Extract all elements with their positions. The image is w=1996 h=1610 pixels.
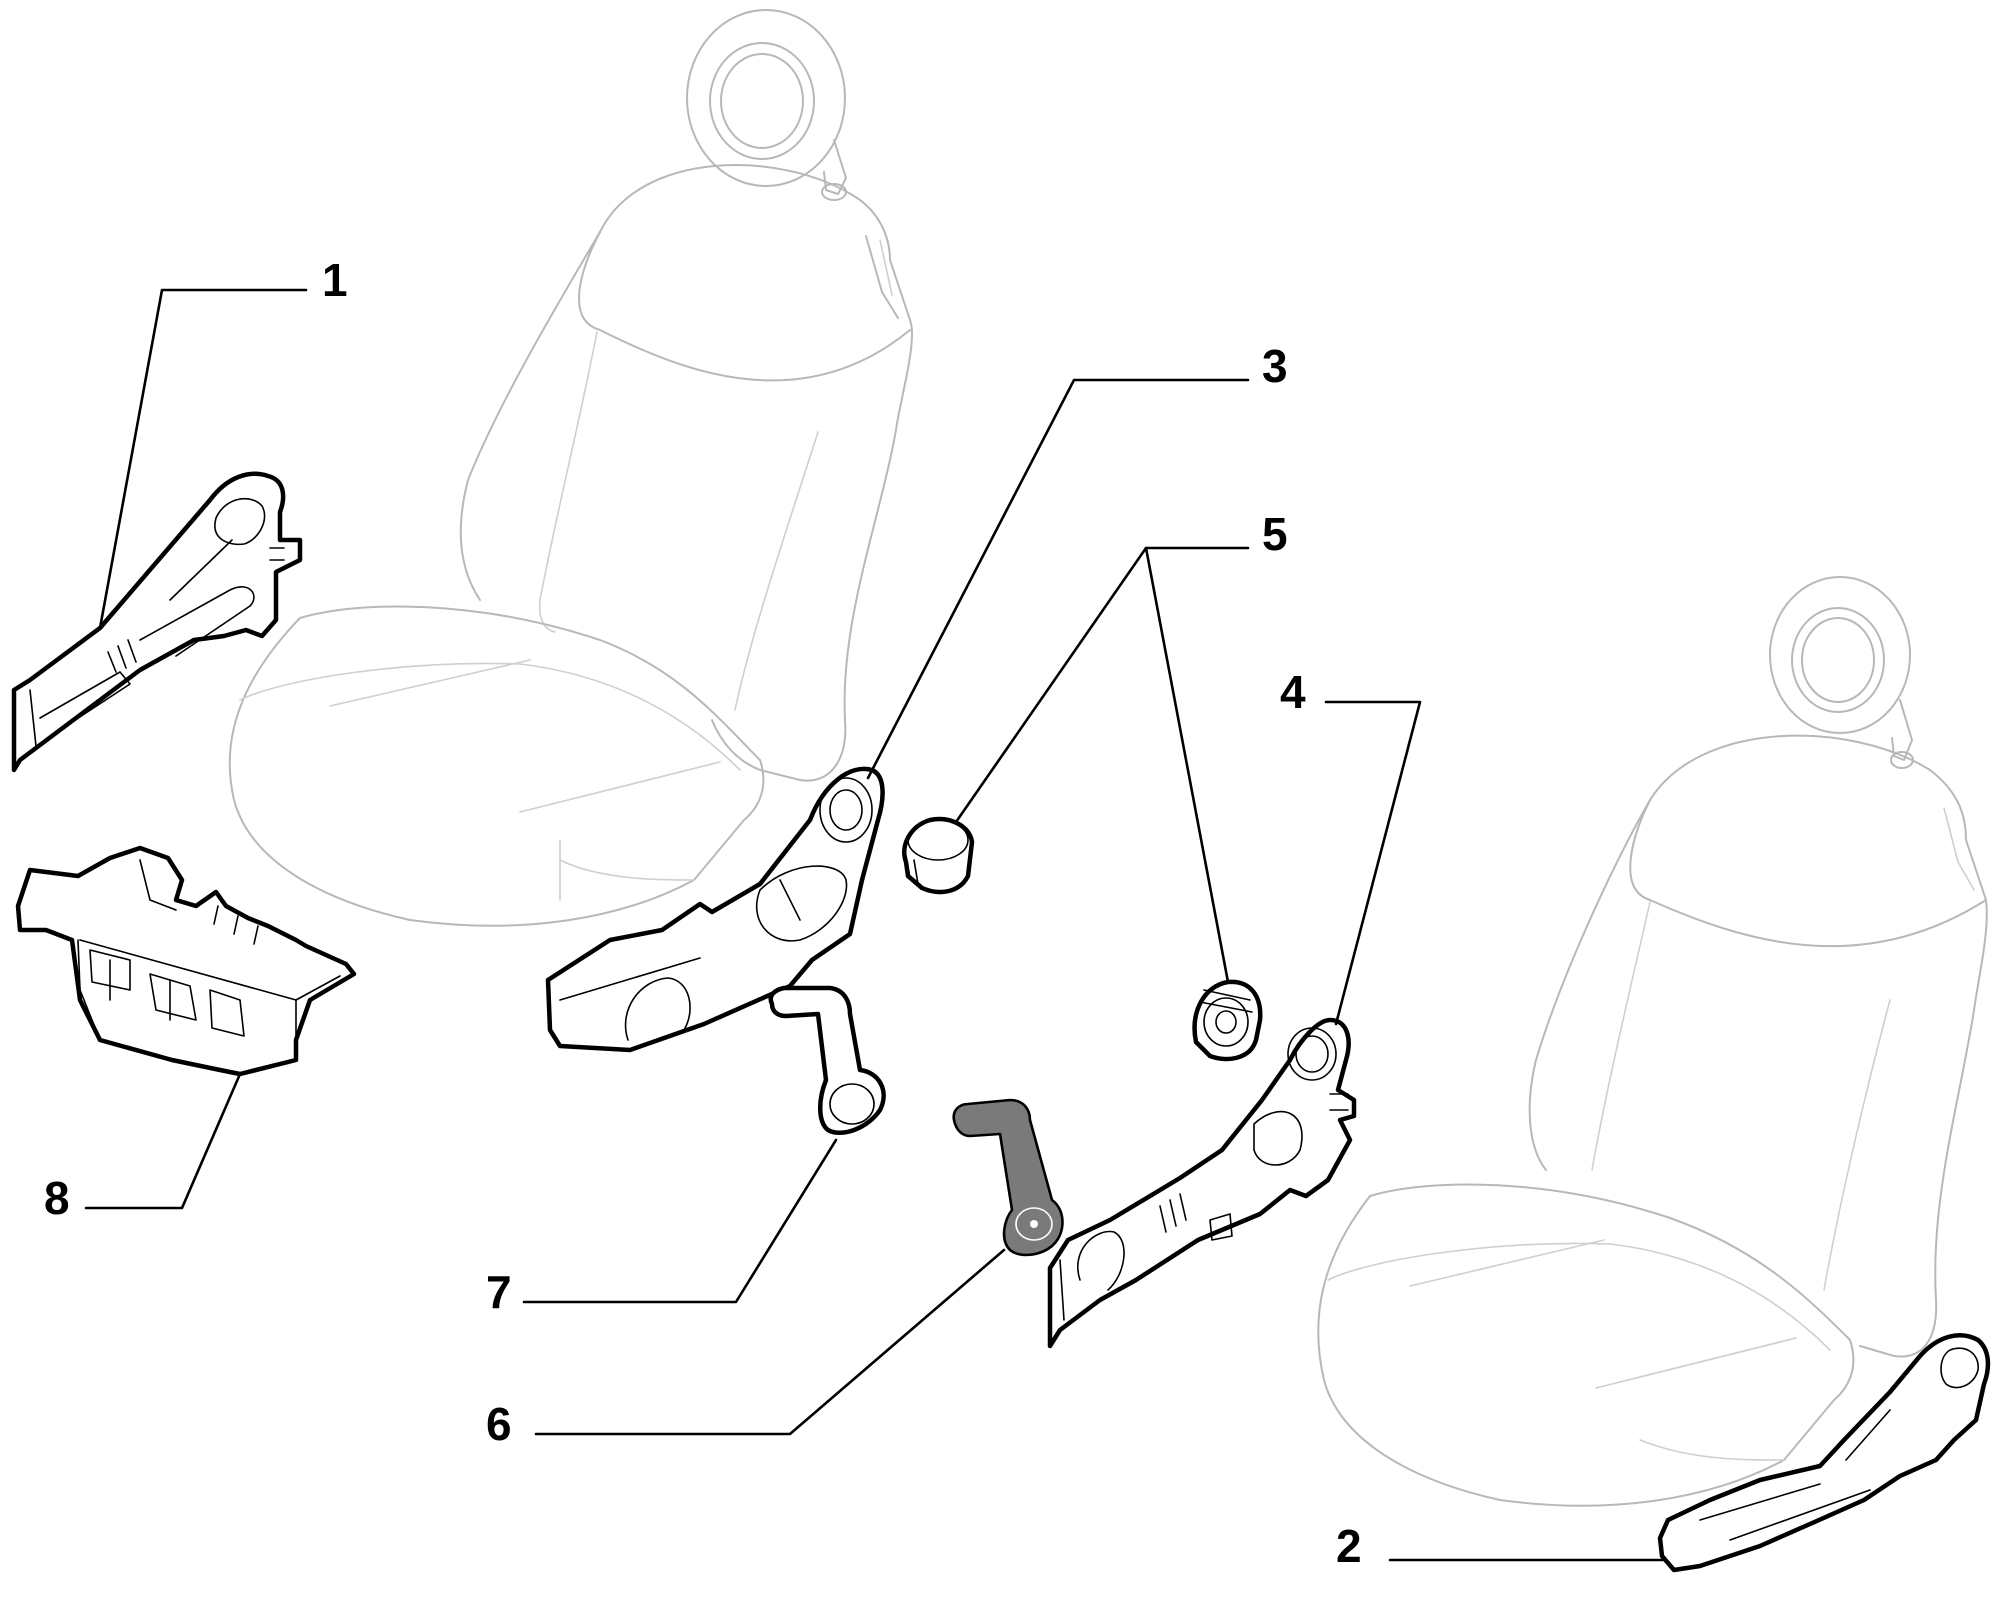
callout-2: 2 — [1336, 1520, 1362, 1572]
part-1-seat-side-trim — [11, 471, 303, 773]
leader-lines — [84, 288, 1666, 1562]
left-seat-outline — [228, 9, 914, 927]
leader-4 — [1324, 700, 1422, 1026]
callout-8: 8 — [44, 1172, 70, 1224]
part-5-adjustment-knob-a — [902, 816, 975, 895]
callout-6: 6 — [486, 1398, 512, 1450]
leader-6 — [534, 1248, 1006, 1436]
part-6-recliner-lever-textured — [952, 1098, 1064, 1257]
leader-3 — [866, 378, 1250, 780]
leader-1 — [98, 288, 308, 630]
part-2-recliner-cover-right — [1657, 1333, 1991, 1573]
right-seat-outline — [1317, 576, 1988, 1507]
leader-7 — [522, 1138, 838, 1304]
part-8-seat-base-tray — [15, 845, 357, 1077]
callout-4: 4 — [1280, 666, 1306, 718]
callout-numbers: 1 2 3 4 5 6 7 8 — [44, 254, 1362, 1572]
part-5-adjustment-knob-b — [1192, 979, 1263, 1062]
part-7-recliner-lever — [768, 985, 886, 1136]
callout-3: 3 — [1262, 340, 1288, 392]
leader-5a — [954, 546, 1250, 824]
callout-1: 1 — [322, 254, 348, 306]
callout-5: 5 — [1262, 508, 1288, 560]
part-4-recliner-cover-inner — [1047, 1017, 1357, 1349]
leader-8 — [84, 1072, 242, 1210]
leader-5b — [1144, 546, 1230, 984]
callout-7: 7 — [486, 1266, 512, 1318]
